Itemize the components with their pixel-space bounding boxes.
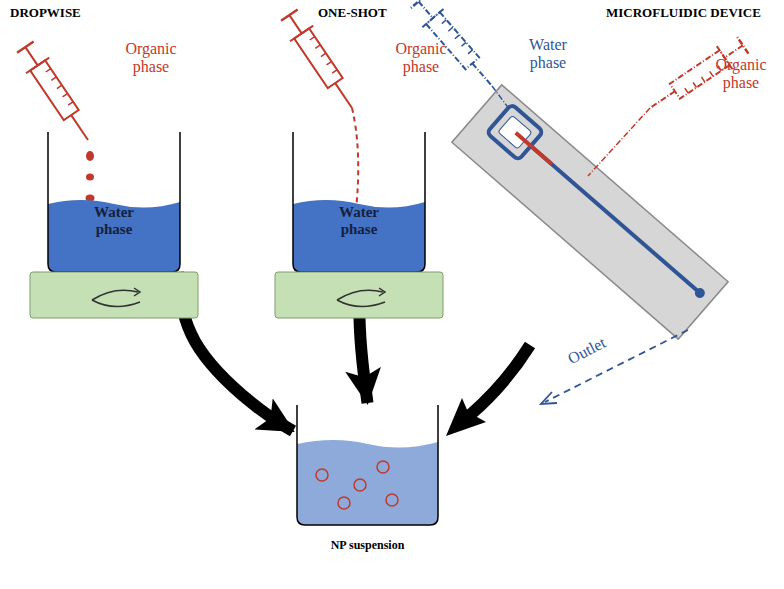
drop (86, 174, 94, 181)
feed-line (588, 108, 650, 176)
syringe (278, 7, 364, 116)
stirrer-plate (275, 272, 443, 318)
beaker (297, 405, 438, 525)
stir-icon (134, 288, 140, 296)
water-beaker: Water phase (293, 132, 425, 272)
outlet-label: Outlet (565, 334, 609, 368)
big-arrow (470, 345, 530, 415)
phase-label: Organic phase (388, 40, 454, 75)
stream (352, 108, 358, 210)
syringe (14, 39, 100, 148)
phase-name: Water phase (293, 204, 425, 237)
feed-line (492, 86, 510, 110)
stir-icon (337, 290, 385, 306)
suspension (297, 440, 438, 525)
water (48, 200, 180, 272)
beaker (48, 132, 180, 272)
big-arrow-head (446, 398, 486, 436)
method-heading: ONE-SHOT (318, 6, 387, 20)
stir-icon (379, 288, 385, 296)
method-heading: MICROFLUIDIC DEVICE (606, 6, 761, 20)
nanoparticles (316, 461, 398, 509)
node-caption: NP suspension (297, 539, 438, 552)
phase-label: Water phase (518, 36, 578, 71)
microfluidic-chip (452, 85, 728, 339)
beaker (293, 132, 425, 272)
stirrer-plate (30, 272, 198, 318)
stir-icon (92, 290, 140, 306)
phase-label: Organic phase (708, 56, 774, 91)
outlet-line (545, 330, 688, 402)
suspension-beaker: NP suspension (297, 405, 438, 525)
phase-name: Water phase (48, 204, 180, 237)
water (293, 200, 425, 272)
water-beaker: Water phase (48, 132, 180, 272)
drop (86, 151, 94, 161)
method-heading: DROPWISE (10, 6, 81, 20)
phase-label: Organic phase (118, 40, 184, 75)
outlet-head (541, 392, 557, 404)
